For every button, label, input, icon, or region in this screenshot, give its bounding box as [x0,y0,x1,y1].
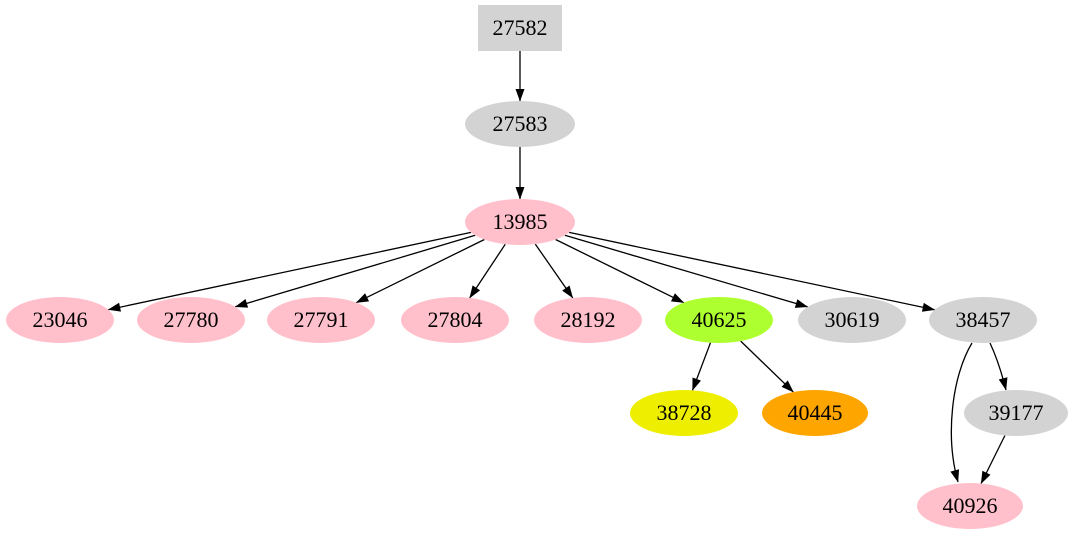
node-shape-39177 [964,390,1068,436]
node-label-40926: 40926 [943,493,998,518]
node-shape-27583 [465,101,575,147]
edge-38457-40926 [950,342,973,483]
edge-39177-40926 [980,435,1006,484]
edge-13985-23046 [107,231,472,312]
node-13985: 13985 [465,199,575,245]
node-label-27582: 27582 [493,15,548,40]
node-27582: 27582 [478,5,562,51]
node-shape-40445 [762,390,868,436]
node-27804: 27804 [401,297,509,343]
node-label-27583: 27583 [493,111,548,136]
node-shape-28192 [534,297,642,343]
node-shape-40926 [917,483,1023,529]
node-shape-38728 [630,390,738,436]
node-shape-27791 [267,297,375,343]
node-40625: 40625 [665,297,773,343]
edge-40625-40445 [740,340,794,393]
node-shape-27582 [478,5,562,51]
node-label-40445: 40445 [788,400,843,425]
node-label-27780: 27780 [164,307,219,332]
edge-40625-38728 [691,342,712,391]
edge-13985-38457 [568,231,936,312]
edge-13985-27791 [355,238,485,304]
edge-13985-27780 [234,234,476,308]
node-shape-23046 [6,297,114,343]
node-27583: 27583 [465,101,575,147]
node-label-30619: 30619 [825,307,880,332]
node-shape-38457 [929,297,1037,343]
node-label-38728: 38728 [657,400,712,425]
node-label-40625: 40625 [692,307,747,332]
node-label-23046: 23046 [33,307,88,332]
node-shape-13985 [465,199,575,245]
edge-13985-30619 [564,234,809,308]
node-shape-30619 [798,297,906,343]
node-38728: 38728 [630,390,738,436]
node-23046: 23046 [6,297,114,343]
node-shape-40625 [665,297,773,343]
node-label-39177: 39177 [989,400,1044,425]
node-40926: 40926 [917,483,1023,529]
node-shape-27804 [401,297,509,343]
node-shape-27780 [137,297,245,343]
node-38457: 38457 [929,297,1037,343]
edge-13985-27804 [469,243,506,299]
edge-38457-39177 [989,342,1008,391]
edge-13985-40625 [555,238,685,304]
edge-13985-28192 [534,243,574,299]
node-30619: 30619 [798,297,906,343]
node-label-38457: 38457 [956,307,1011,332]
node-label-13985: 13985 [493,209,548,234]
node-label-27791: 27791 [294,307,349,332]
edges-layer [107,51,1008,484]
nodes-layer: 27582 27583 13985 23046 27780 27791 27804 28192… [6,5,1068,529]
node-label-28192: 28192 [561,307,616,332]
node-39177: 39177 [964,390,1068,436]
node-27791: 27791 [267,297,375,343]
node-label-27804: 27804 [428,307,483,332]
node-40445: 40445 [762,390,868,436]
node-27780: 27780 [137,297,245,343]
node-28192: 28192 [534,297,642,343]
